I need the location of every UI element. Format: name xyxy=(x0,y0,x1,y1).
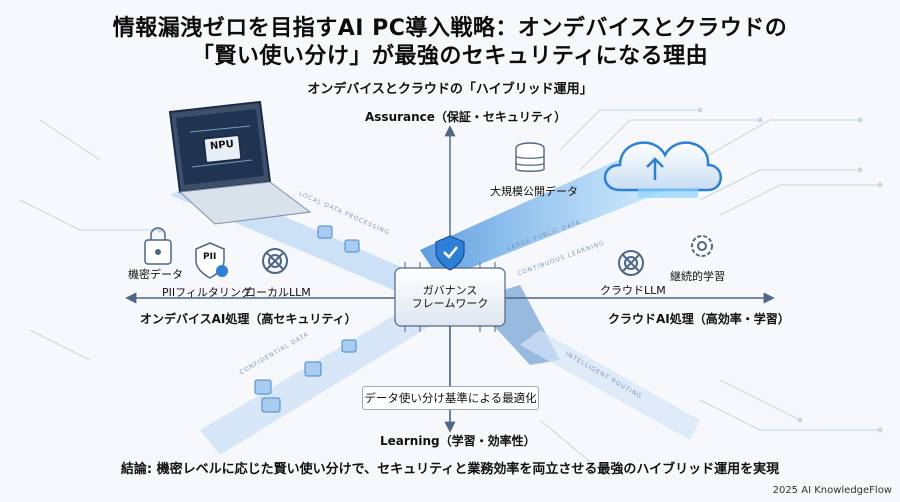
pii-filtering-label: PIIフィルタリング xyxy=(162,286,252,299)
public-data-label: 大規模公開データ xyxy=(490,185,578,198)
laptop-icon xyxy=(168,100,312,225)
database-icon xyxy=(515,142,545,172)
governance-label: ガバナンスフレームワーク xyxy=(395,284,505,310)
lock-icon xyxy=(144,227,172,265)
pii-shield-icon xyxy=(195,242,228,279)
local-llm-icon xyxy=(262,248,288,274)
title-line-2: 「賢い使い分け」が最強のセキュリティになる理由 xyxy=(191,44,709,69)
axis-right-label: クラウドAI処理（高効率・学習） xyxy=(608,312,790,326)
shield-check-icon xyxy=(435,235,465,271)
pii-badge-label: PII xyxy=(203,252,217,262)
cloud-llm-label: クラウドLLM xyxy=(600,284,666,297)
optimization-box: データ使い分け基準による最適化 xyxy=(362,386,539,410)
governance-label-line: ガバナンス xyxy=(422,284,478,297)
conclusion: 結論: 機密レベルに応じた賢い使い分けで、セキュリティと業務効率を両立させる最強… xyxy=(120,462,780,477)
axis-bottom-label: Learning（学習・効率性） xyxy=(380,434,536,448)
local-llm-label: ローカルLLM xyxy=(245,286,311,299)
axis-left-label: オンデバイスAI処理（高セキュリティ） xyxy=(140,312,357,326)
title-line-1: 情報漏洩ゼロを目指すAI PC導入戦略：オンデバイスとクラウドの xyxy=(112,16,788,41)
subtitle: オンデバイスとクラウドの「ハイブリッド運用」 xyxy=(307,82,593,97)
cloud-llm-icon xyxy=(618,250,644,276)
gear-icon xyxy=(691,235,713,257)
axis-top-label: Assurance（保証・セキュリティ） xyxy=(365,110,567,124)
circuit-traces xyxy=(19,109,880,471)
continuous-learning-label: 継続的学習 xyxy=(670,270,725,283)
data-blocks xyxy=(254,225,360,413)
governance-label-line: フレームワーク xyxy=(411,297,489,310)
cloud-icon xyxy=(603,141,722,198)
confidential-data-label: 機密データ xyxy=(128,268,183,281)
credit: 2025 AI KnowledgeFlow xyxy=(772,485,892,496)
